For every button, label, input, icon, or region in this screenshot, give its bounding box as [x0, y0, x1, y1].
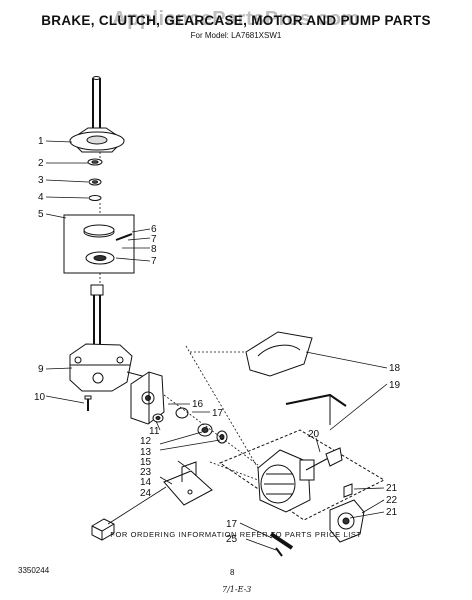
- page-number: 8: [230, 568, 235, 577]
- callout-17: 17: [212, 408, 224, 419]
- callout-4: 4: [38, 192, 44, 203]
- pump-plate: [130, 371, 165, 425]
- washer-stack: [87, 158, 103, 201]
- pump: [329, 499, 365, 543]
- callout-21: 21: [386, 483, 398, 494]
- callout-15: 15: [140, 457, 152, 468]
- brake-shaft-assembly: [69, 76, 125, 153]
- coupling-parts: [152, 407, 228, 444]
- callout-23: 23: [140, 467, 152, 478]
- callout-7: 7: [151, 256, 157, 267]
- callout-17: 17: [226, 519, 238, 530]
- callout-22: 22: [386, 495, 398, 506]
- callout-2: 2: [38, 158, 44, 169]
- callout-9: 9: [38, 364, 44, 375]
- motor: [257, 447, 343, 513]
- watermark: AppliancePartsPros.com: [112, 8, 360, 30]
- callout-8: 8: [151, 244, 157, 255]
- assembly-guide-lines: [99, 152, 259, 481]
- ordering-note: FOR ORDERING INFORMATION REFER TO PARTS …: [110, 530, 362, 539]
- callout-3: 3: [38, 175, 44, 186]
- callout-21: 21: [386, 507, 398, 518]
- page-title: BRAKE, CLUTCH, GEARCASE, MOTOR AND PUMP …: [41, 13, 431, 28]
- callout-11: 11: [149, 426, 160, 437]
- callout-25: 25: [226, 534, 238, 545]
- document-number: 3350244: [18, 566, 50, 575]
- callout-1: 1: [38, 136, 44, 147]
- model-subtitle: For Model: LA7681XSW1: [190, 31, 282, 40]
- callout-13: 13: [140, 447, 152, 458]
- callout-12: 12: [140, 436, 152, 447]
- motor-bracket: [163, 461, 213, 506]
- leader-lines: [45, 140, 388, 551]
- callout-5: 5: [38, 209, 44, 220]
- hose: [285, 393, 347, 425]
- callout-7: 7: [151, 234, 157, 245]
- callout-10: 10: [34, 392, 46, 403]
- bolt: [84, 395, 92, 411]
- callout-18: 18: [389, 363, 401, 374]
- clutch-assembly: [63, 214, 135, 274]
- callout-16: 16: [192, 399, 204, 410]
- handwritten-note: 7/1-E-3: [222, 585, 252, 594]
- callout-19: 19: [389, 380, 401, 391]
- callout-24: 24: [140, 488, 152, 499]
- brush-block: [91, 518, 115, 541]
- gasket: [245, 331, 313, 377]
- gearcase: [69, 284, 147, 392]
- callout-6: 6: [151, 224, 157, 235]
- callout-14: 14: [140, 477, 152, 488]
- callout-20: 20: [308, 429, 320, 440]
- mount-bolt: [269, 532, 294, 557]
